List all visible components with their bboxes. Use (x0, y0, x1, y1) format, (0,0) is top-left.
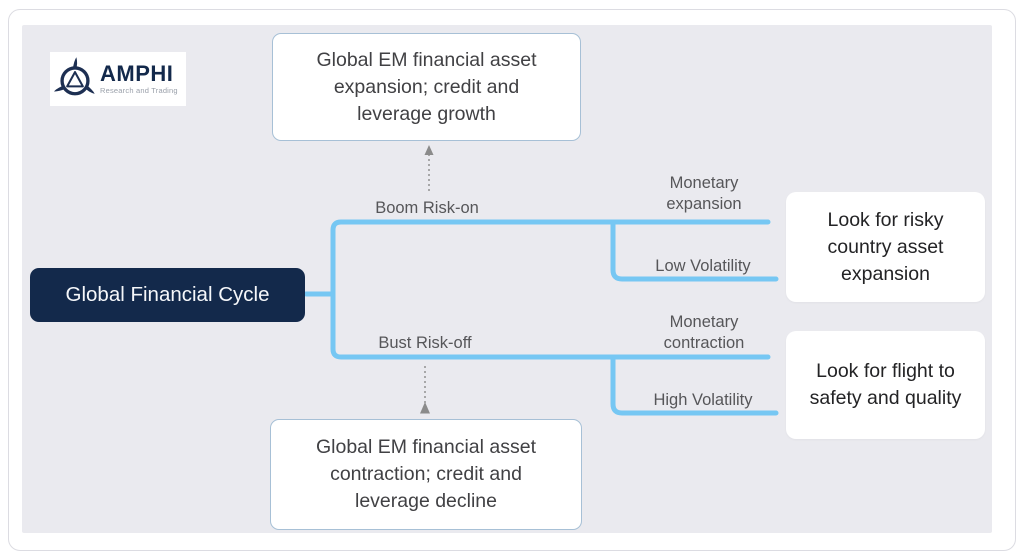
bust-risk-off-label: Bust Risk-off (378, 334, 472, 352)
logo-tagline: Research and Trading (100, 86, 178, 95)
root-node-global-financial-cycle: Global Financial Cycle (30, 268, 305, 322)
high-volatility-label: High Volatility (653, 391, 753, 409)
monetary-contraction-label: Monetary contraction (663, 313, 745, 352)
expansion-outcome-box: Global EM financial asset expansion; cre… (272, 33, 581, 141)
monetary-expansion-label: Monetary expansion (666, 174, 742, 213)
boom-risk-on-label: Boom Risk-on (375, 199, 479, 217)
amphi-logo: AMPHI Research and Trading (50, 52, 186, 106)
risky-asset-action-box: Look for risky country asset expansion (786, 192, 985, 302)
risky-asset-action-label: Look for risky country asset expansion (827, 208, 944, 285)
amphi-logo-text: AMPHI Research and Trading (100, 61, 178, 96)
root-node-label: Global Financial Cycle (65, 283, 270, 306)
low-volatility-label: Low Volatility (655, 257, 751, 275)
contraction-outcome-box: Global EM financial asset contraction; c… (270, 419, 582, 530)
logo-brand: AMPHI (100, 61, 174, 86)
flight-to-safety-action-box: Look for flight to safety and quality (786, 331, 985, 439)
flight-to-safety-action-label: Look for flight to safety and quality (809, 360, 962, 409)
contraction-outcome-label: Global EM financial asset contraction; c… (315, 436, 537, 512)
amphi-logo-emblem-icon (54, 57, 95, 96)
expansion-outcome-label: Global EM financial asset expansion; cre… (316, 48, 537, 125)
